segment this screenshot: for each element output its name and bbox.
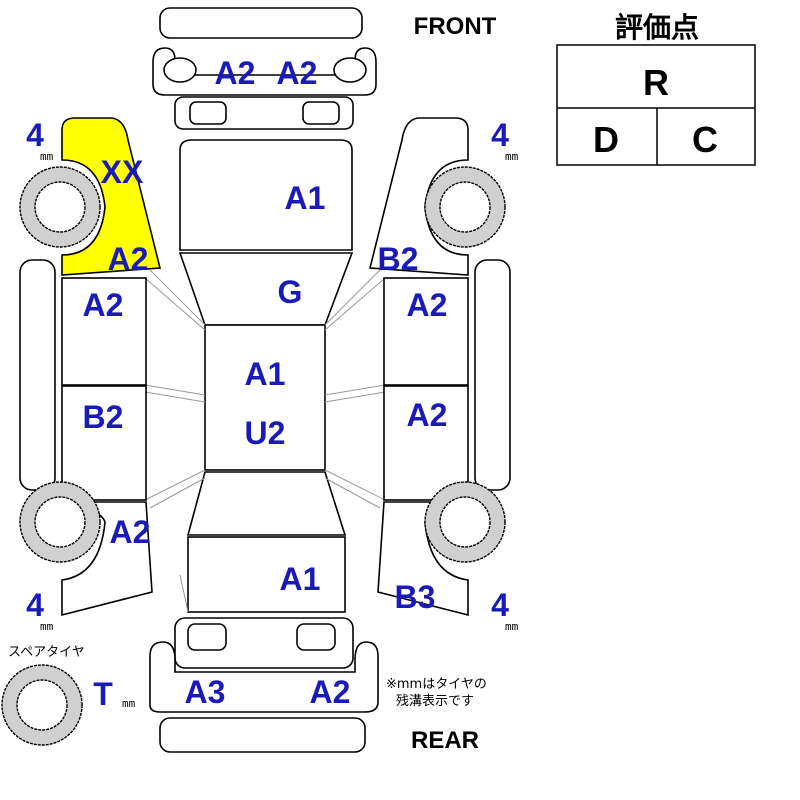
- rear-valance-panel[interactable]: [159, 717, 366, 753]
- right-front-door-panel[interactable]: [383, 277, 469, 386]
- left-rear-door-panel[interactable]: [61, 385, 147, 501]
- left-fog-lamp: [189, 101, 227, 125]
- note-line-2: 残溝表示です: [396, 694, 474, 709]
- damage-hood: A1: [285, 180, 326, 216]
- mm-unit: mm: [122, 697, 136, 710]
- rear-label: REAR: [411, 727, 479, 754]
- front-right-tire[interactable]: [424, 166, 506, 248]
- right-tail-lamp: [296, 623, 336, 651]
- tread-rear-left: 4: [26, 587, 44, 623]
- damage-front-bumper-left: A2: [215, 55, 256, 91]
- left-side-sill[interactable]: [19, 259, 56, 491]
- note-line-1: ※mmはタイヤの: [386, 677, 487, 692]
- left-tail-lamp: [187, 623, 227, 651]
- damage-roof-2: U2: [245, 415, 286, 451]
- front-left-tire[interactable]: [19, 166, 101, 248]
- rear-left-tire[interactable]: [19, 481, 101, 563]
- tread-rear-right: 4: [491, 587, 509, 623]
- damage-left-front-fender-1: XX: [101, 154, 144, 190]
- damage-front-bumper-right: A2: [277, 55, 318, 91]
- damage-left-rear-fender: A2: [110, 514, 151, 550]
- damage-right-rear-fender: B3: [395, 579, 436, 615]
- left-front-fender-panel[interactable]: [61, 117, 162, 276]
- right-fog-lamp: [302, 101, 340, 125]
- damage-roof-1: A1: [245, 356, 286, 392]
- spare-tire[interactable]: [1, 664, 83, 746]
- spare-tire-value: T: [93, 676, 113, 712]
- grade-exterior: C: [692, 119, 718, 160]
- rear-window-panel[interactable]: [186, 471, 347, 536]
- damage-right-rear-door: A2: [407, 397, 448, 433]
- damage-left-front-fender-2: A2: [108, 241, 149, 277]
- right-rear-door-panel[interactable]: [383, 385, 469, 501]
- roof-panel[interactable]: [204, 324, 326, 471]
- tread-front-right: 4: [491, 117, 509, 153]
- tread-front-left: 4: [26, 117, 44, 153]
- mm-unit: mm: [505, 150, 519, 163]
- damage-right-front-door: A2: [407, 287, 448, 323]
- right-front-fender-panel[interactable]: [368, 117, 469, 276]
- damage-trunk: A1: [280, 561, 321, 597]
- windshield-panel[interactable]: [178, 252, 354, 326]
- front-spoiler-panel[interactable]: [159, 7, 363, 39]
- grade-box: [556, 44, 756, 166]
- damage-rear-bumper-left: A3: [185, 674, 226, 710]
- left-front-door-panel[interactable]: [61, 277, 147, 386]
- damage-right-front-fender: B2: [378, 241, 419, 277]
- mm-unit: mm: [40, 620, 54, 633]
- grade-overall: R: [643, 62, 669, 103]
- damage-left-rear-door: B2: [83, 399, 124, 435]
- rear-bumper-panel[interactable]: [149, 641, 379, 713]
- hood-panel[interactable]: [179, 139, 353, 251]
- mm-unit: mm: [505, 620, 519, 633]
- grade-title: 評価点: [615, 11, 699, 43]
- rear-right-tire[interactable]: [424, 481, 506, 563]
- mm-unit: mm: [40, 150, 54, 163]
- right-headlight: [333, 57, 367, 83]
- damage-left-front-door: A2: [83, 287, 124, 323]
- damage-rear-bumper-right: A2: [310, 674, 351, 710]
- left-headlight: [163, 57, 197, 83]
- damage-windshield: G: [278, 274, 303, 310]
- grade-interior: D: [593, 119, 619, 160]
- right-side-sill[interactable]: [474, 259, 511, 491]
- trunk-panel[interactable]: [187, 536, 346, 613]
- spare-tire-label: スペアタイヤ: [8, 645, 85, 660]
- front-label: FRONT: [414, 13, 497, 40]
